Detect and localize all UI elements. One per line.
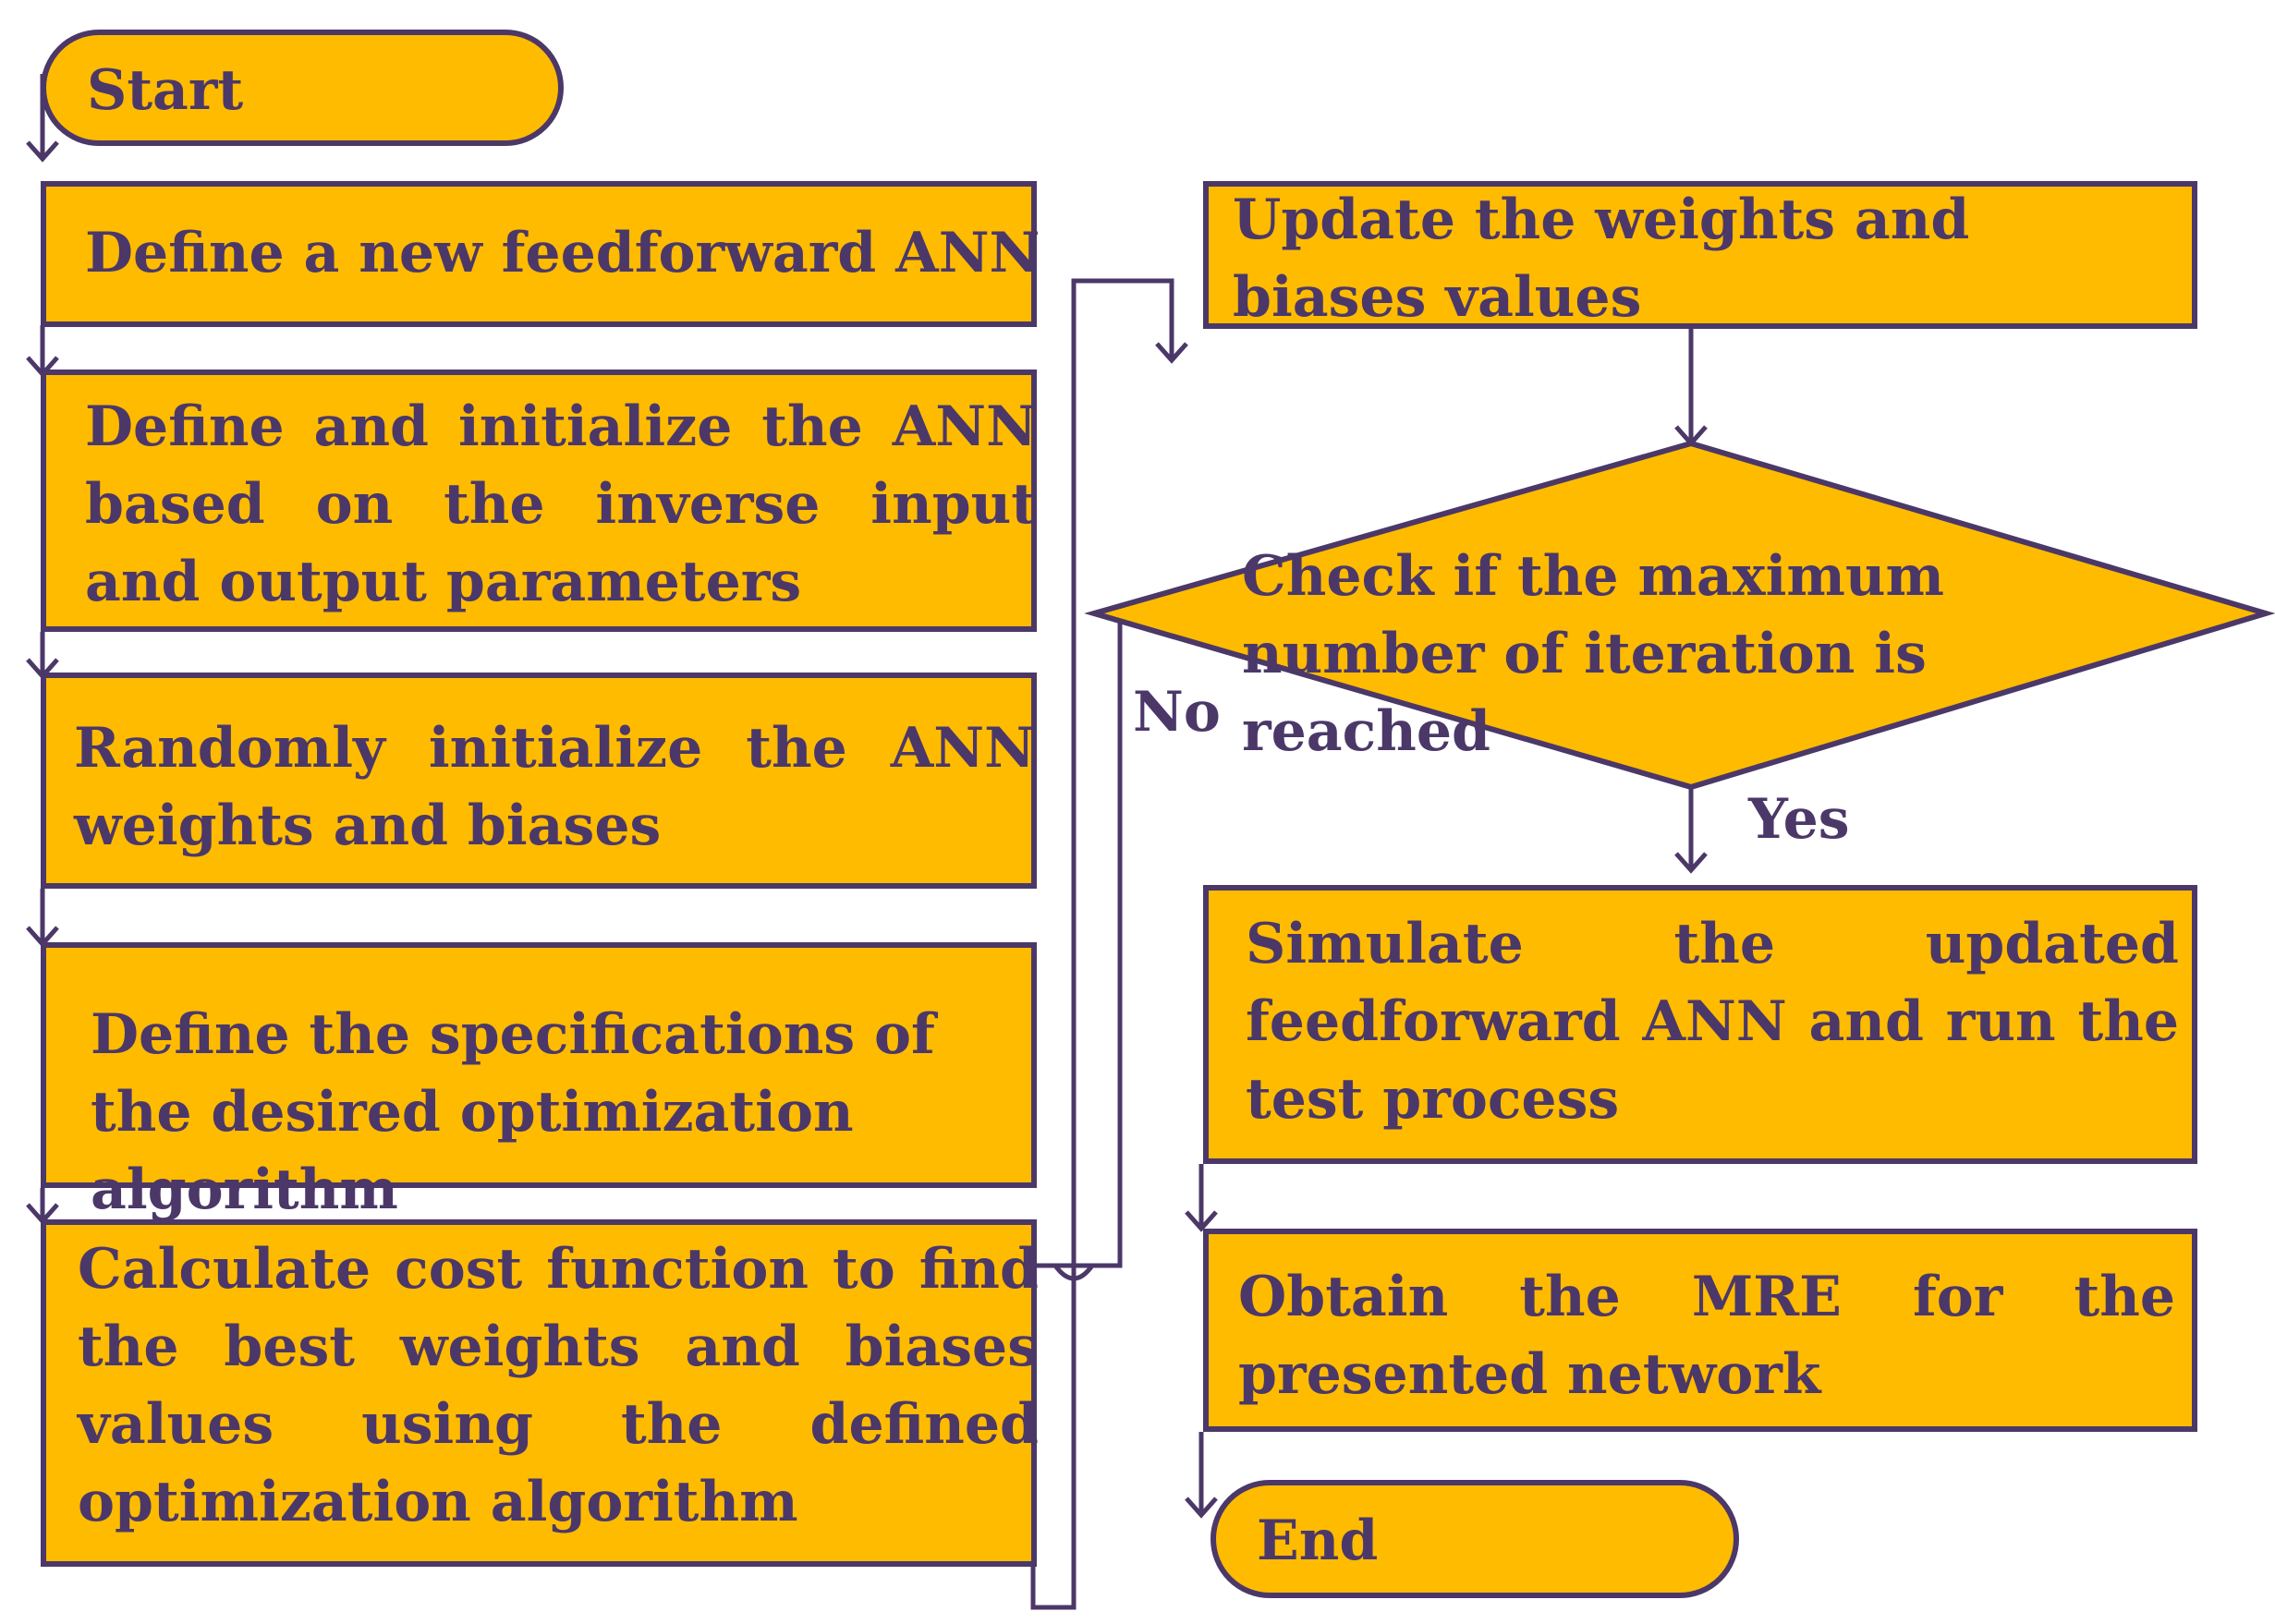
process-simulate: Simulate the updated feedforward ANN and… [1203,885,2197,1164]
process-random-init: Randomly initialize the ANN weights and … [41,673,1037,889]
end-label: End [1257,1509,1379,1573]
end-terminal: End [1210,1480,1739,1598]
start-label: Start [87,58,244,123]
process-initialize-ann-text: Define and initialize the ANN based on t… [85,394,1037,614]
process-simulate-text: Simulate the updated feedforward ANN and… [1246,912,2179,1132]
process-calculate-cost: Calculate cost function to find the best… [41,1219,1039,1567]
process-obtain-mre-text: Obtain the MRE for the presented network [1238,1265,2175,1407]
no-label: No [1133,680,1221,745]
process-define-ann: Define a new feedforward ANN [41,181,1040,327]
process-define-optimizer: Define the specifications of the desired… [41,942,1037,1222]
process-define-ann-text: Define a new feedforward ANN [85,221,1040,285]
yes-label: Yes [1748,787,1850,852]
process-obtain-mre: Obtain the MRE for the presented network [1203,1229,2197,1432]
process-random-init-text: Randomly initialize the ANN weights and … [74,716,1035,858]
process-update-weights-text: Update the weights and biases values [1233,188,1970,330]
decision-diamond [1084,440,2275,791]
process-calculate-cost-text: Calculate cost function to find the best… [78,1237,1039,1534]
process-define-optimizer-text: Define the specifications of the desired… [91,1002,935,1222]
start-terminal: Start [41,30,564,146]
process-initialize-ann: Define and initialize the ANN based on t… [41,370,1037,632]
process-update-weights: Update the weights and biases values [1203,181,2197,330]
decision-text: Check if the maximum number of iteration… [1242,544,1944,764]
